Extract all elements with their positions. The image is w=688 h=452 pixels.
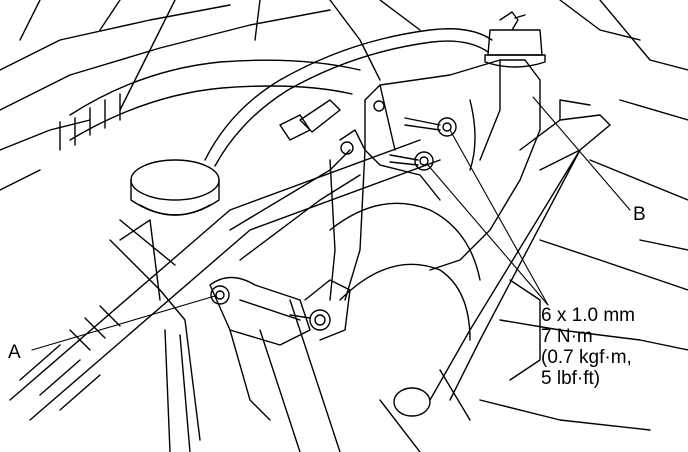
leader-b: [532, 96, 631, 211]
overflow-hose: [204, 28, 493, 167]
leader-a: [31, 295, 216, 351]
body-panels: [0, 0, 688, 251]
coolant-reservoir: [364, 11, 546, 271]
leader-lines: [31, 96, 631, 351]
radiator-shroud: [164, 149, 481, 452]
upper-hose: [59, 59, 361, 151]
leader-bolt-upper: [449, 129, 549, 306]
support-arm: [279, 99, 366, 301]
bolt-torque-spec: 6 x 1.0 mm 7 N·m (0.7 kgf·m, 5 lbf·ft): [541, 305, 635, 389]
radiator-core: [9, 139, 441, 441]
mounting-bolts: [389, 117, 457, 171]
spec-torque-lbfft: 5 lbf·ft): [541, 368, 601, 389]
spec-torque-nm: 7 N·m: [541, 326, 593, 347]
callout-label-a: A: [8, 342, 21, 363]
lower-bracket: [209, 276, 351, 421]
leader-bolt-lower: [426, 163, 549, 306]
right-stay: [393, 99, 611, 417]
engine-block: [479, 239, 688, 431]
callout-label-b: B: [633, 204, 646, 225]
spec-torque-kgfm: (0.7 kgf·m,: [541, 347, 632, 368]
spec-bolt-size: 6 x 1.0 mm: [541, 305, 635, 326]
radiator-cap: [130, 159, 220, 216]
